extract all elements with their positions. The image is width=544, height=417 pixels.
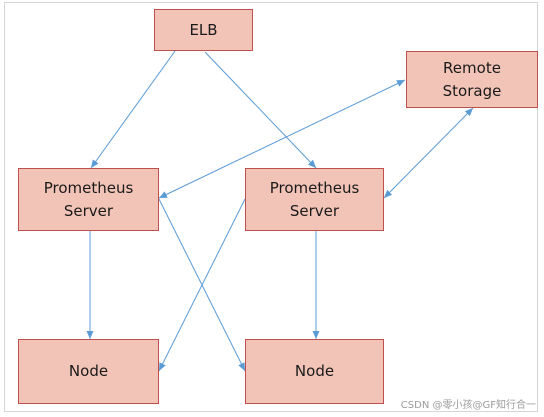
node-elb: ELB <box>154 9 253 51</box>
node-remote-storage-label: Remote Storage <box>442 58 502 100</box>
node-node-right-label: Node <box>294 362 335 380</box>
node-prometheus-server-right-label: Prometheus Server <box>269 178 360 220</box>
node-prometheus-server-left-label: Prometheus Server <box>43 178 134 220</box>
node-remote-storage: Remote Storage <box>406 51 538 108</box>
node-node-right: Node <box>245 339 384 404</box>
diagram-frame <box>4 2 538 412</box>
node-elb-label: ELB <box>189 20 218 39</box>
watermark-text: CSDN @零小孩@GF知行合一 <box>400 400 536 411</box>
node-node-left-label: Node <box>68 362 109 380</box>
node-prometheus-server-right: Prometheus Server <box>245 168 384 231</box>
node-prometheus-server-left: Prometheus Server <box>18 168 159 231</box>
node-node-left: Node <box>18 339 159 404</box>
